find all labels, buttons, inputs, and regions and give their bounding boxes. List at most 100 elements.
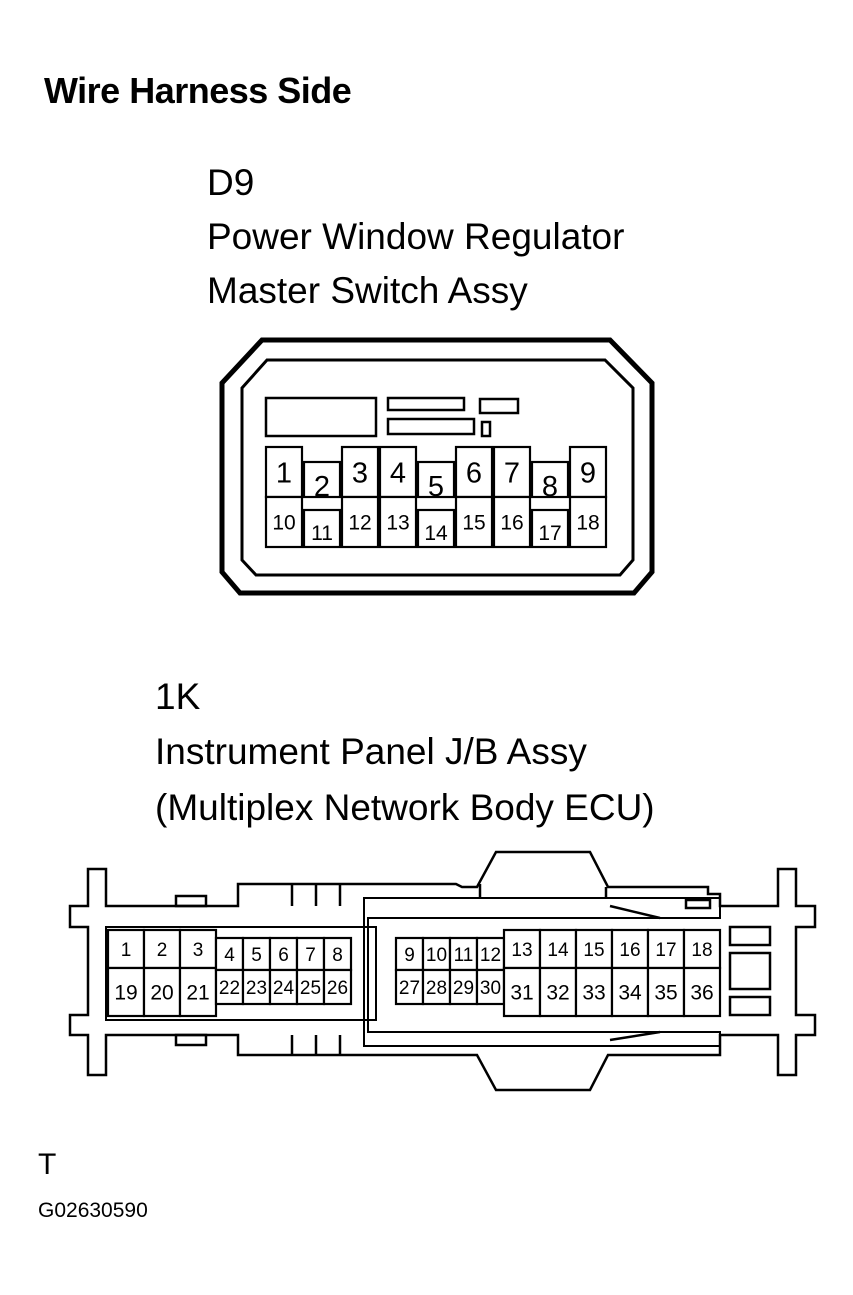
1k-pin-1-label: 1 <box>121 940 132 961</box>
d9-pin-10-label: 10 <box>272 512 295 535</box>
d9-pin-14-label: 14 <box>424 522 448 545</box>
d9-pin-12-cell <box>340 495 380 549</box>
1k-pin-28-label: 28 <box>426 978 447 999</box>
1k-pin-8-cell <box>322 936 353 972</box>
d9-connector-name-line1: Power Window Regulator <box>207 216 625 257</box>
1k-pin-13-cell <box>502 928 542 970</box>
1k-pin-21-label: 21 <box>186 982 209 1005</box>
d9-pin-2-label: 2 <box>314 471 330 503</box>
d9-pin-4-cell <box>378 445 418 499</box>
1k-pin-7-label: 7 <box>305 945 316 966</box>
1k-pin-35-cell <box>646 966 686 1018</box>
1k-pin-19-label: 19 <box>114 982 137 1005</box>
1k-pin-15-label: 15 <box>583 940 604 961</box>
1k-pin-6-label: 6 <box>278 945 289 966</box>
d9-pin-5-label: 5 <box>428 471 444 503</box>
d9-pin-13-cell <box>378 495 418 549</box>
d9-pin-13-label: 13 <box>386 512 409 535</box>
1k-pin-14-cell <box>538 928 578 970</box>
1k-pin-25-label: 25 <box>300 978 321 999</box>
1k-pin-13-label: 13 <box>511 940 532 961</box>
figure-id: G02630590 <box>38 1199 148 1222</box>
1k-pin-31-label: 31 <box>510 982 533 1005</box>
1k-pin-24-label: 24 <box>273 978 295 999</box>
d9-pin-9-cell <box>568 445 608 499</box>
d9-pin-2-cell <box>302 460 342 499</box>
1k-pin-18-cell <box>682 928 722 970</box>
1k-pin-21-cell <box>178 966 218 1018</box>
1k-pin-20-label: 20 <box>150 982 173 1005</box>
1k-pin-24-cell <box>268 968 299 1006</box>
1k-pin-22-label: 22 <box>219 978 240 999</box>
1k-pin-30-label: 30 <box>480 978 501 999</box>
d9-pin-1-label: 1 <box>276 457 292 489</box>
1k-pin-10-label: 10 <box>426 945 447 966</box>
1k-pin-35-label: 35 <box>654 982 677 1005</box>
d9-pin-11-cell <box>302 508 342 549</box>
1k-pin-26-label: 26 <box>327 978 348 999</box>
d9-pin-8-label: 8 <box>542 471 558 503</box>
d9-pin-3-label: 3 <box>352 457 368 489</box>
1k-pin-20-cell <box>142 966 182 1018</box>
1k-pin-33-label: 33 <box>582 982 605 1005</box>
1k-pin-5-label: 5 <box>251 945 262 966</box>
1k-pin-1-cell <box>106 928 146 970</box>
1k-pin-25-cell <box>295 968 326 1006</box>
1k-pin-33-cell <box>574 966 614 1018</box>
d9-pin-6-label: 6 <box>466 457 482 489</box>
d9-connector-name-line2: Master Switch Assy <box>207 270 528 311</box>
d9-pin-12-label: 12 <box>348 512 371 535</box>
1k-pin-36-cell <box>682 966 722 1018</box>
1k-pin-36-label: 36 <box>690 982 713 1005</box>
1k-pin-27-label: 27 <box>399 978 420 999</box>
1k-pin-11-label: 11 <box>454 945 474 966</box>
1k-pin-29-cell <box>448 968 479 1006</box>
d9-pin-15-cell <box>454 495 494 549</box>
1k-pin-32-label: 32 <box>546 982 569 1005</box>
1k-pin-31-cell <box>502 966 542 1018</box>
1k-pin-17-cell <box>646 928 686 970</box>
1k-pin-14-label: 14 <box>547 940 569 961</box>
1k-connector-code: 1K <box>155 676 201 717</box>
d9-pin-18-cell <box>568 495 608 549</box>
1k-connector-name-line1: Instrument Panel J/B Assy <box>155 731 587 772</box>
1k-pin-8-label: 8 <box>332 945 343 966</box>
1k-pin-34-label: 34 <box>618 982 642 1005</box>
d9-pin-5-cell <box>416 460 456 499</box>
1k-pin-12-label: 12 <box>480 945 501 966</box>
1k-pin-3-label: 3 <box>193 940 204 961</box>
d9-pin-7-label: 7 <box>504 457 520 489</box>
d9-pin-15-label: 15 <box>462 512 485 535</box>
d9-pin-4-label: 4 <box>390 457 406 489</box>
d9-pin-18-label: 18 <box>576 512 599 535</box>
d9-pin-8-cell <box>530 460 570 499</box>
1k-pin-34-cell <box>610 966 650 1018</box>
d9-connector-code: D9 <box>207 162 255 203</box>
1k-pin-9-label: 9 <box>404 945 415 966</box>
d9-pin-16-cell <box>492 495 532 549</box>
footer-letter: T <box>38 1148 57 1181</box>
d9-pin-17-label: 17 <box>538 522 561 545</box>
1k-pin-16-label: 16 <box>619 940 640 961</box>
1k-pin-29-label: 29 <box>453 978 474 999</box>
page-heading: Wire Harness Side <box>44 70 352 111</box>
d9-pin-11-label: 11 <box>311 522 333 545</box>
1k-pin-26-cell <box>322 968 353 1006</box>
1k-pin-2-label: 2 <box>157 940 168 961</box>
1k-pin-17-label: 17 <box>655 940 676 961</box>
1k-pin-23-label: 23 <box>246 978 267 999</box>
d9-pin-14-cell <box>416 508 456 549</box>
d9-pin-10-cell <box>264 495 304 549</box>
1k-pin-4-label: 4 <box>224 945 235 966</box>
d9-pin-6-cell <box>454 445 494 499</box>
d9-connector-housing <box>219 337 655 596</box>
d9-pin-9-label: 9 <box>580 457 596 489</box>
1k-pin-15-cell <box>574 928 614 970</box>
d9-pin-16-label: 16 <box>500 512 523 535</box>
d9-pin-17-cell <box>530 508 570 549</box>
1k-pin-28-cell <box>421 968 452 1006</box>
